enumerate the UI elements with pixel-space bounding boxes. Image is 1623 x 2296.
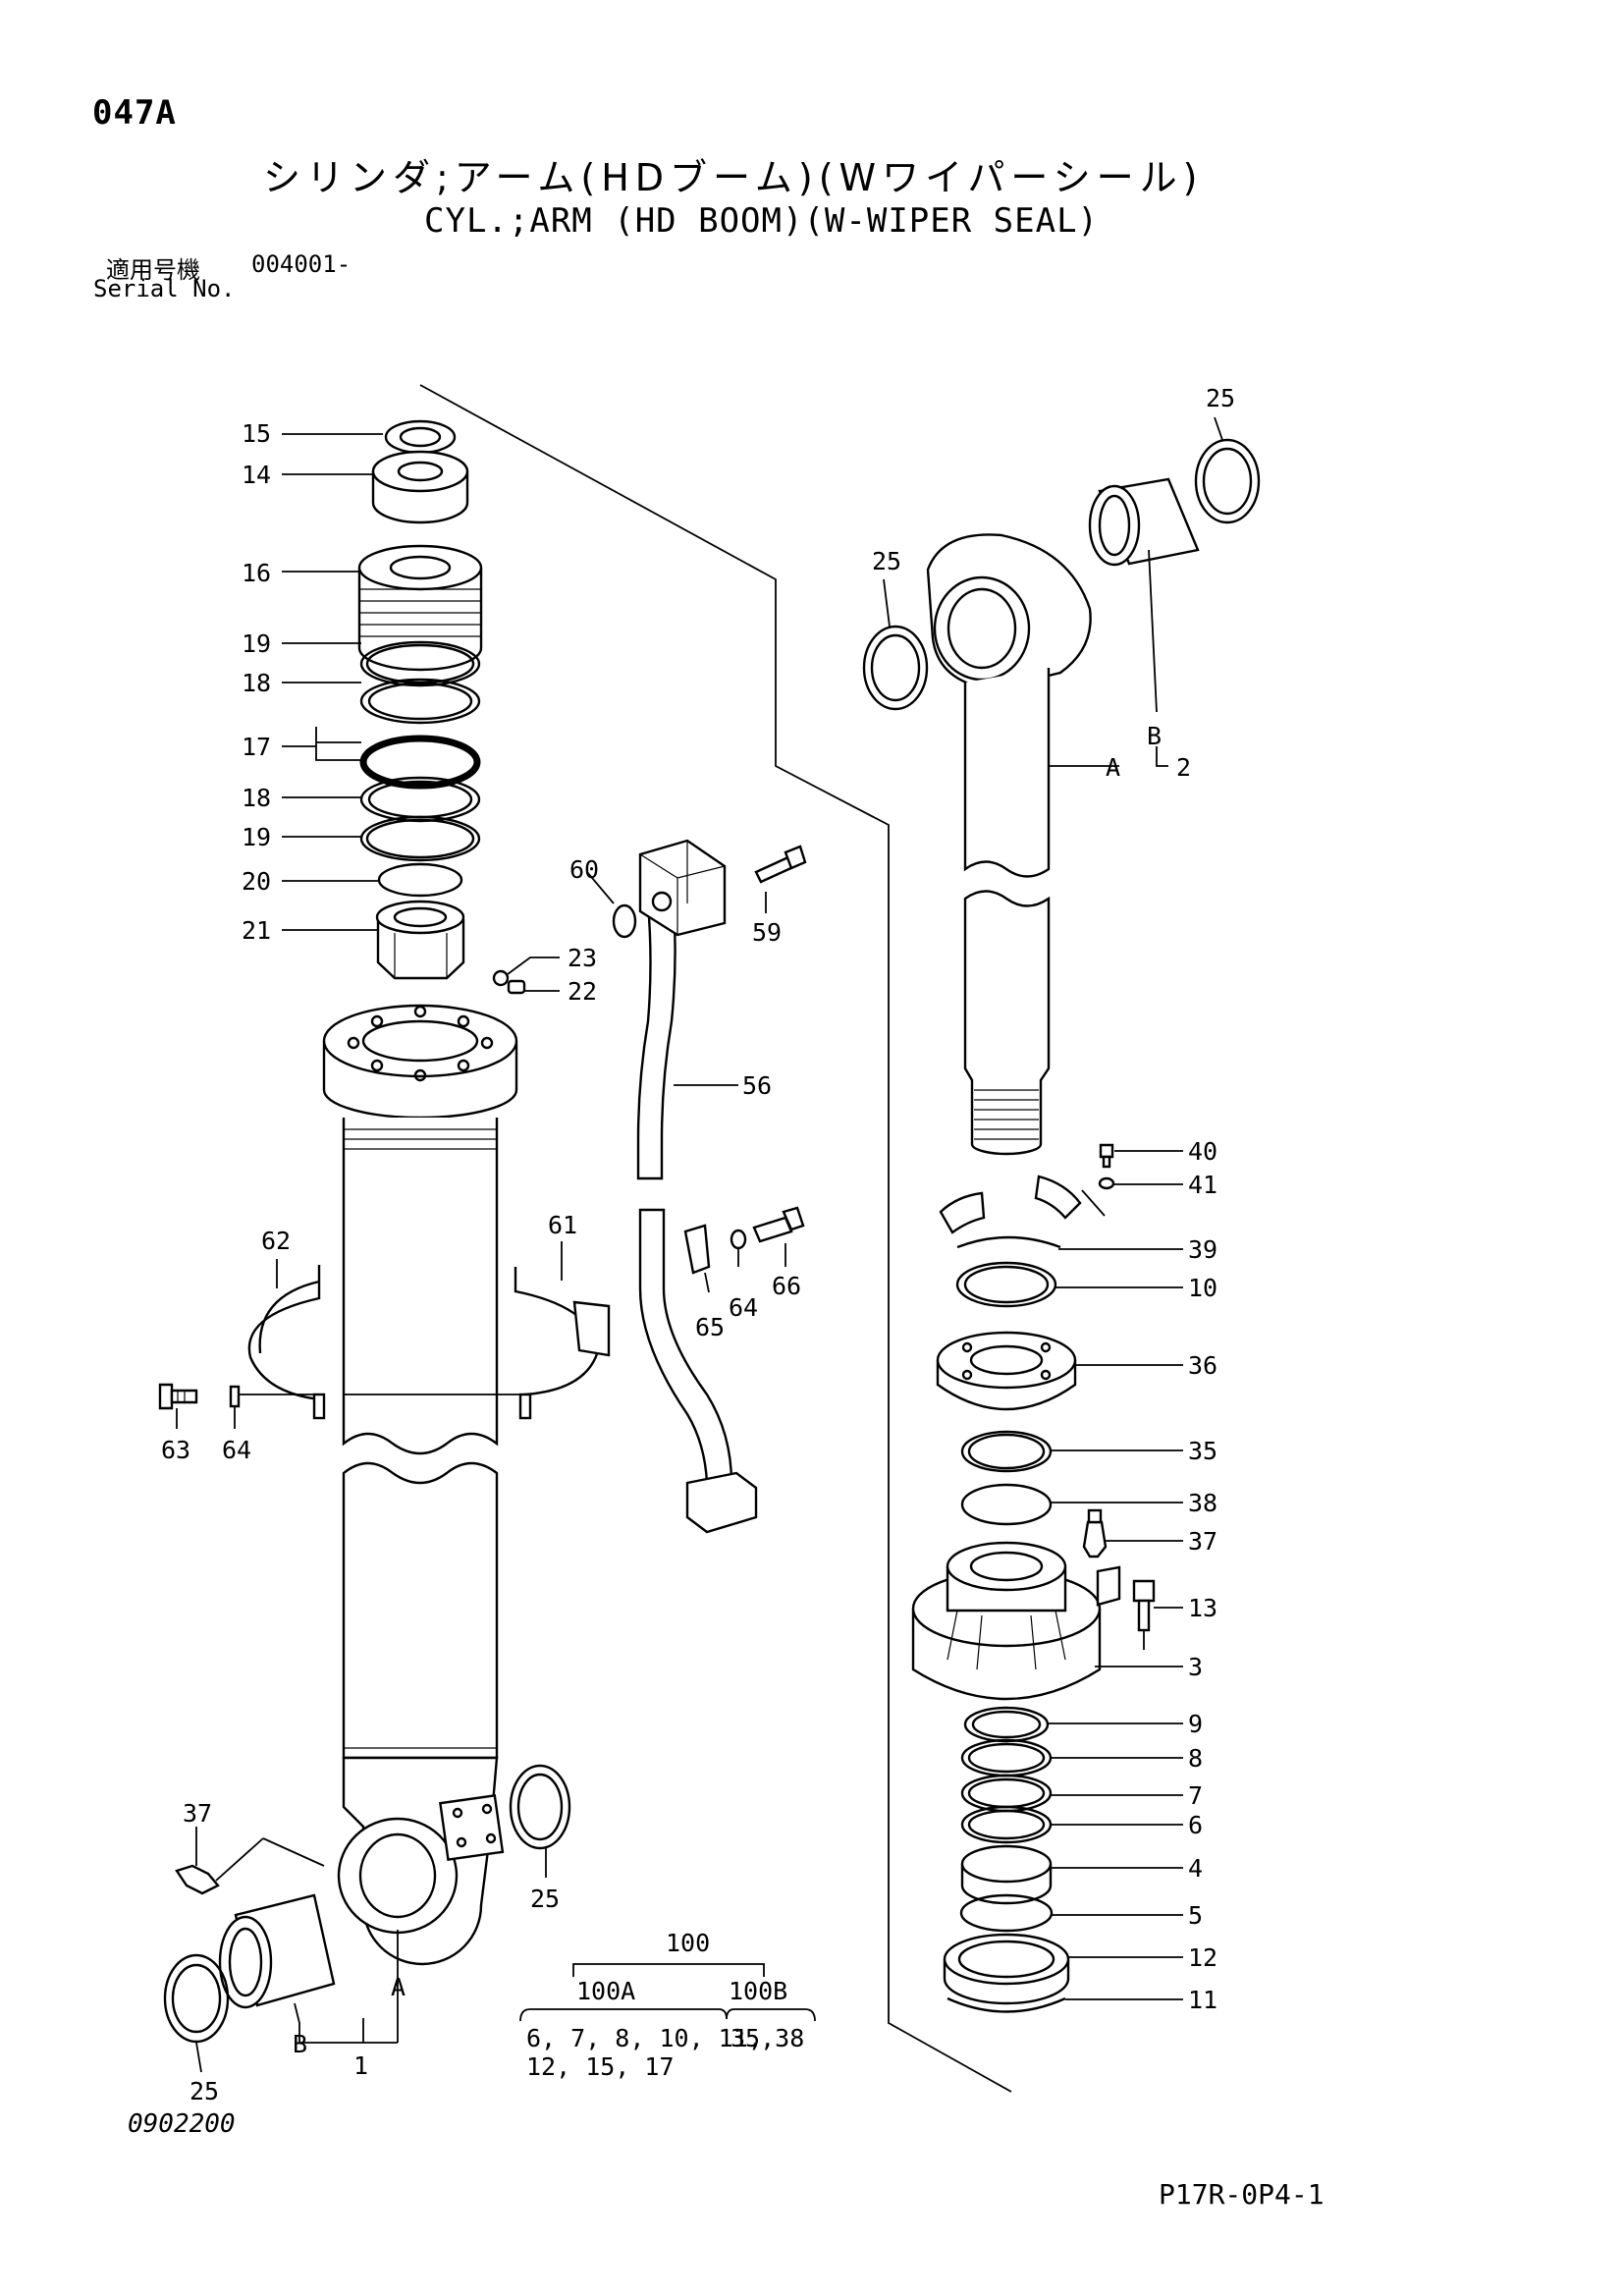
callout-23: 23: [568, 944, 597, 972]
callout-b-left: B: [293, 2030, 307, 2058]
callout-61: 61: [548, 1211, 577, 1239]
callout-19: 19: [242, 629, 271, 658]
kit-group-brackets: [519, 1963, 816, 2022]
drawing-number: 0902200: [128, 2109, 236, 2139]
callout-37-left: 37: [183, 1799, 212, 1828]
callout-25-bottom: 25: [189, 2077, 219, 2105]
kit-group-a-label: 100A: [576, 1977, 635, 2005]
leader-lines: [176, 416, 1223, 2073]
callout-15: 15: [242, 419, 271, 448]
callout-18: 18: [242, 669, 271, 697]
callout-25-rod-eye: 25: [872, 547, 901, 575]
callout-59: 59: [752, 918, 782, 947]
kit-group-b-items: 35,38: [730, 2024, 804, 2052]
callout-18-lower: 18: [242, 784, 271, 812]
callout-37-right: 37: [1188, 1527, 1217, 1556]
title-english: CYL.;ARM (HD BOOM)(W-WIPER SEAL): [424, 201, 1100, 241]
sheet-code: P17R-0P4-1: [1159, 2178, 1325, 2211]
callout-11: 11: [1188, 1986, 1217, 2014]
callout-8: 8: [1188, 1744, 1203, 1773]
callout-41: 41: [1188, 1171, 1217, 1199]
kit-group-a-items-2: 12, 15, 17: [526, 2052, 675, 2081]
callout-6: 6: [1188, 1811, 1203, 1839]
kit-total-label: 100: [666, 1929, 710, 1957]
callout-64-left: 64: [222, 1436, 251, 1464]
callout-5: 5: [1188, 1901, 1203, 1930]
callout-21: 21: [242, 916, 271, 945]
callout-22: 22: [568, 977, 597, 1006]
callout-39: 39: [1188, 1235, 1217, 1264]
callout-labels: 15 14 16 19 18 17 18 19 20 21 23 22 60 5…: [161, 384, 1235, 2105]
callout-62: 62: [261, 1227, 291, 1255]
callout-20: 20: [242, 867, 271, 896]
callout-a-right: A: [1106, 753, 1120, 782]
right-assembly: [862, 438, 1261, 2013]
kit-groups: 100 100A 100B 6, 7, 8, 10, 11, 12, 15, 1…: [526, 1929, 804, 2081]
callout-25-clevis: 25: [530, 1885, 560, 1913]
kit-group-a-items-1: 6, 7, 8, 10, 11,: [526, 2024, 763, 2052]
left-assembly: [158, 419, 807, 2044]
kit-group-b-label: 100B: [729, 1977, 787, 2005]
callout-1: 1: [353, 2051, 368, 2080]
callout-12: 12: [1188, 1943, 1217, 1972]
callout-b-right: B: [1147, 722, 1162, 750]
callout-64: 64: [729, 1293, 758, 1322]
serial-number-value: 004001-: [251, 250, 352, 278]
callout-4: 4: [1188, 1854, 1203, 1883]
callout-63: 63: [161, 1436, 190, 1464]
assembly-boundary-line: [419, 384, 1012, 2093]
callout-65: 65: [695, 1313, 725, 1341]
callout-66: 66: [772, 1272, 801, 1300]
callout-7: 7: [1188, 1781, 1203, 1810]
title-japanese: シリンダ;アーム(HDブーム)(Wワイパーシール): [263, 156, 1204, 199]
callout-38: 38: [1188, 1489, 1217, 1517]
callout-60: 60: [569, 855, 599, 884]
page-code: 047A: [92, 93, 177, 133]
callout-10: 10: [1188, 1274, 1217, 1302]
callout-17: 17: [242, 733, 271, 761]
callout-16: 16: [242, 559, 271, 587]
callout-25-top-right: 25: [1206, 384, 1235, 412]
callout-13: 13: [1188, 1594, 1217, 1622]
callout-2: 2: [1176, 753, 1191, 782]
serial-label-japanese: 適用号機: [106, 256, 200, 284]
callout-9: 9: [1188, 1710, 1203, 1738]
serial-label-english: Serial No.: [93, 275, 236, 302]
callout-35: 35: [1188, 1437, 1217, 1465]
callout-40: 40: [1188, 1137, 1217, 1166]
callout-19-lower: 19: [242, 823, 271, 851]
callout-56: 56: [742, 1071, 772, 1100]
callout-a-left: A: [391, 1973, 406, 2001]
callout-36: 36: [1188, 1351, 1217, 1380]
callout-3: 3: [1188, 1653, 1203, 1681]
callout-14: 14: [242, 461, 271, 489]
